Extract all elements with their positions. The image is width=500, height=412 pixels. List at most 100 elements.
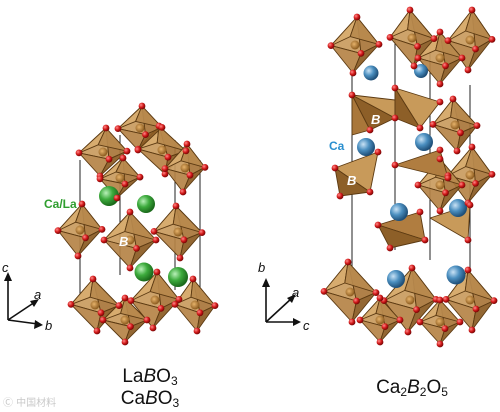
bo6-octahedron [419, 299, 461, 345]
bo6-octahedron [383, 267, 437, 333]
right-brownmillerite-structure: Ca B B b a c [258, 6, 498, 348]
oxygen-atom [74, 252, 82, 260]
oxygen-atom [138, 102, 146, 110]
left-axis-c-label: c [2, 260, 9, 275]
bo6-octahedron [153, 205, 203, 259]
oxygen-atom [126, 208, 134, 216]
oxygen-atom [93, 327, 101, 335]
oxygen-atom [444, 174, 452, 182]
oxygen-atom [211, 302, 219, 309]
right-b-site-label-upper: B [371, 112, 380, 127]
watermark: Ⓒ 中国材料 [3, 398, 57, 409]
oxygen-atom [198, 229, 206, 237]
oxygen-atom [105, 155, 113, 163]
oxygen-atom [349, 69, 357, 77]
bo6-octahedron [78, 127, 128, 177]
oxygen-atom [121, 338, 129, 346]
oxygen-atom [436, 340, 444, 348]
oxygen-atom [436, 80, 444, 88]
oxygen-atom [96, 175, 104, 183]
oxygen-atom [404, 328, 412, 336]
oxygen-atom [453, 147, 461, 155]
oxygen-atom [189, 275, 197, 283]
right-b-site-label-lower: B [347, 173, 356, 188]
oxygen-atom [175, 296, 183, 303]
left-perovskite-structure: Ca/La B c a b [2, 102, 219, 346]
ca-la-atom [137, 195, 155, 213]
right-a-site-atoms [357, 64, 467, 288]
ca-atom [449, 199, 467, 217]
oxygen-atom [75, 149, 83, 157]
ca-atom [415, 133, 433, 151]
oxygen-atom [396, 316, 404, 324]
oxygen-atom [473, 122, 481, 129]
oxygen-atom [464, 236, 472, 244]
bo6-octahedron [130, 271, 180, 329]
bo6-octahedron [330, 16, 380, 74]
ca-site-label: Ca [329, 139, 345, 153]
oxygen-atom [126, 264, 134, 272]
oxygen-atom [179, 188, 187, 196]
right-axis-c-label: c [303, 318, 310, 333]
oxygen-atom [436, 207, 444, 215]
oxygen-atom [442, 296, 450, 303]
formula-cabo3: CaBO3 [120, 388, 180, 410]
oxygen-atom [134, 146, 142, 154]
oxygen-atom [416, 208, 424, 216]
oxygen-atom [488, 171, 496, 178]
right-formula-caption: Ca2B2O5 [352, 377, 472, 399]
right-axis-triad [262, 278, 301, 326]
oxygen-atom [161, 170, 169, 178]
oxygen-atom [327, 42, 335, 49]
oxygen-atom [161, 165, 169, 173]
right-axis-a-label: a [292, 285, 299, 300]
oxygen-atom [153, 268, 161, 276]
oxygen-atom [182, 147, 190, 155]
left-axis-b-label: b [45, 318, 52, 333]
ca-atom [390, 203, 408, 221]
oxygen-atom [391, 114, 399, 122]
oxygen-atom [356, 316, 364, 324]
oxygen-atom [472, 45, 479, 53]
right-axis-b-label: b [258, 260, 265, 275]
ca-atom [363, 65, 379, 81]
oxygen-atom [464, 266, 472, 274]
oxygen-atom [89, 275, 97, 283]
oxygen-atom [449, 95, 457, 103]
oxygen-atom [171, 301, 179, 308]
oxygen-atom [468, 143, 476, 151]
oxygen-atom [458, 54, 466, 62]
formula-ca2b2o5: Ca2B2O5 [376, 377, 448, 399]
oxygen-atom [456, 318, 464, 326]
oxygen-atom [472, 180, 479, 187]
oxygen-atom [123, 147, 131, 155]
oxygen-atom [458, 181, 466, 189]
oxygen-atom [416, 124, 424, 132]
oxygen-atom [366, 126, 374, 134]
oxygen-atom [366, 188, 374, 196]
oxygen-atom [488, 36, 496, 43]
oxygen-atom [436, 155, 444, 163]
oxygen-atom [421, 236, 429, 244]
oxygen-atom [113, 194, 121, 202]
ca-atom [387, 270, 405, 288]
oxygen-atom [183, 140, 191, 148]
left-formula-caption: LaBO3 CaBO3 [100, 366, 200, 410]
oxygen-atom [429, 121, 437, 128]
ca-atom [414, 64, 428, 78]
oxygen-atom [67, 301, 75, 308]
oxygen-atom [386, 244, 394, 252]
oxygen-atom [386, 34, 394, 41]
oxygen-atom [121, 180, 129, 188]
oxygen-atom [413, 306, 420, 313]
oxygen-atom [376, 294, 384, 302]
oxygen-atom [150, 228, 158, 235]
left-octahedra [57, 105, 216, 343]
oxygen-atom [414, 181, 422, 189]
bo6-octahedron [70, 278, 120, 332]
oxygen-atom [375, 41, 383, 48]
left-axis-triad [4, 272, 43, 329]
oxygen-atom [114, 125, 122, 132]
oxygen-atom [149, 324, 157, 332]
ca-la-atom [99, 186, 119, 206]
